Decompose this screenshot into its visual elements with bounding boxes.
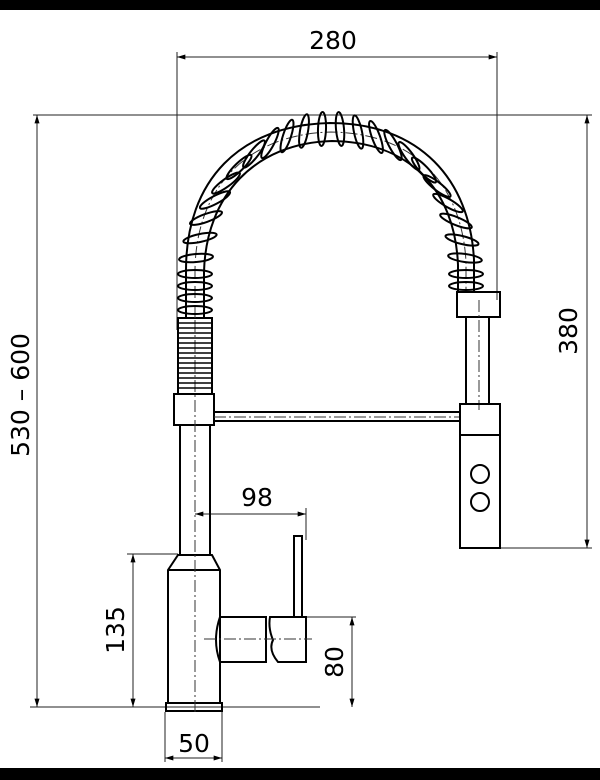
dimension-handle-reach: 98 bbox=[194, 483, 307, 540]
dimension-label-80: 80 bbox=[320, 646, 349, 678]
faucet-body bbox=[165, 320, 223, 715]
dimension-label-380: 380 bbox=[554, 307, 583, 355]
dimension-overall-width: 280 bbox=[176, 26, 498, 330]
dimension-label-98: 98 bbox=[241, 483, 273, 512]
faucet-handle bbox=[204, 535, 312, 663]
spray-button-icon bbox=[470, 464, 490, 484]
dimension-label-280: 280 bbox=[309, 26, 357, 55]
bottom-border-bar bbox=[0, 768, 600, 780]
spray-head-assembly bbox=[214, 291, 501, 549]
dimension-label-530-600: 530 – 600 bbox=[6, 333, 35, 457]
top-border-bar bbox=[0, 0, 600, 10]
dimension-spray-height: 380 bbox=[500, 115, 592, 549]
dimension-body-height: 135 bbox=[101, 553, 178, 708]
spray-button-icon bbox=[470, 492, 490, 512]
dimension-label-50: 50 bbox=[178, 729, 210, 758]
dimension-label-135: 135 bbox=[101, 606, 130, 654]
spring-hose bbox=[177, 111, 484, 318]
dimension-overall-height: 530 – 600 bbox=[6, 115, 320, 708]
dimension-handle-height: 80 bbox=[303, 616, 356, 708]
hose-threaded-section bbox=[177, 317, 213, 395]
dimension-base-diameter: 50 bbox=[164, 712, 223, 762]
